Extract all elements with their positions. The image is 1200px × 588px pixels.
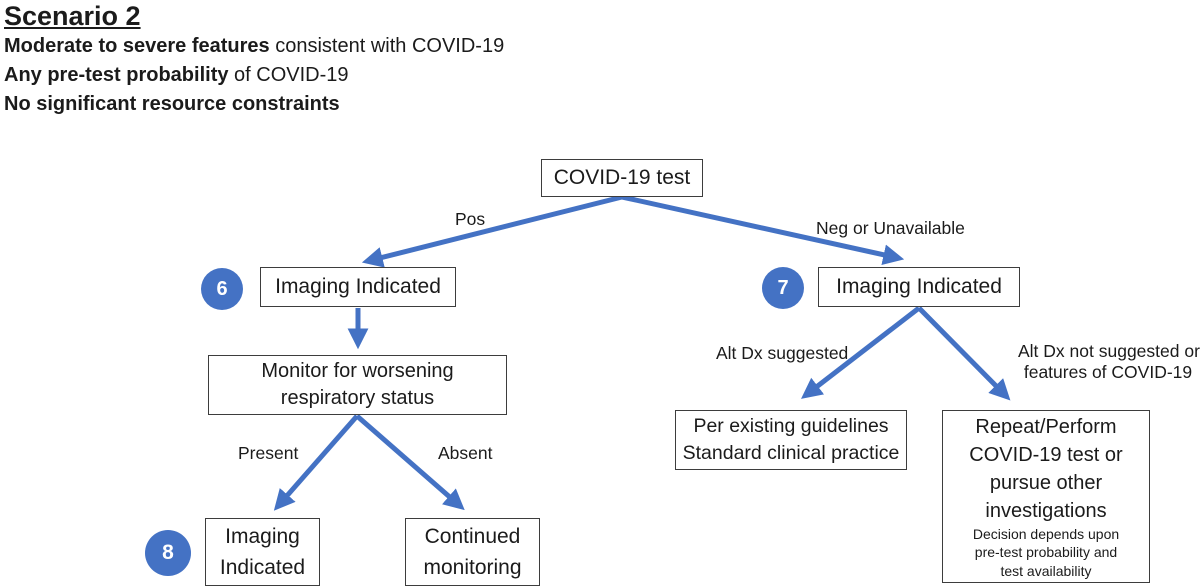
node-continued-monitoring-line-1: Continued: [424, 525, 521, 548]
arrow-monitor-to-imaging-bottom: [273, 414, 359, 511]
arrow-test-to-imaging-right: [621, 194, 905, 266]
edge-label-present: Present: [238, 443, 299, 463]
node-imaging-indicated-right-label: Imaging Indicated: [836, 275, 1002, 298]
edge-label-absent: Absent: [438, 443, 493, 463]
badge-8: 8: [145, 530, 191, 576]
node-monitor-line-1: Monitor for worsening: [261, 360, 454, 382]
arrow-test-to-imaging-left: [361, 194, 623, 268]
header-line-2: Any pre-test probability of COVID-19: [4, 61, 504, 90]
header-line-2-rest: of COVID-19: [228, 64, 349, 86]
arrow-monitor-to-continued: [355, 414, 465, 511]
header-line-3: No significant resource constraints: [4, 90, 504, 119]
arrow-imaging-right-to-repeat: [917, 306, 1011, 401]
page-title: Scenario 2: [4, 1, 141, 31]
node-repeat-note-2: pre-test probability and: [974, 544, 1118, 561]
node-imaging-indicated-left: Imaging Indicated: [260, 267, 456, 307]
edge-label-alt-dx-not-suggested: Alt Dx not suggested or features of COVI…: [1018, 341, 1200, 383]
arrow-imaging-right-to-guidelines: [801, 306, 921, 399]
badge-8-number: 8: [162, 541, 174, 564]
badge-7-number: 7: [777, 276, 789, 299]
edge-label-alt-dx-not-suggested-line-2: features of COVID-19: [1023, 362, 1193, 382]
node-repeat-note-1: Decision depends upon: [972, 525, 1120, 542]
edge-label-pos: Pos: [455, 209, 486, 229]
badge-6: 6: [201, 268, 243, 310]
node-covid-test-label: COVID-19 test: [553, 166, 691, 189]
node-imaging-indicated-right: Imaging Indicated: [818, 267, 1020, 307]
header-line-3-bold: No significant resource constraints: [4, 93, 340, 115]
node-repeat-note-3: test availability: [1000, 562, 1092, 579]
node-repeat-line-4: investigations: [985, 499, 1107, 522]
header: Scenario 2 Moderate to severe features c…: [4, 0, 504, 119]
node-repeat-perform-test: Repeat/Perform COVID-19 test or pursue o…: [942, 410, 1150, 583]
edge-label-alt-dx-not-suggested-line-1: Alt Dx not suggested or: [1018, 341, 1200, 361]
node-repeat-line-1: Repeat/Perform: [975, 415, 1117, 438]
edge-label-neg-or-unavailable: Neg or Unavailable: [816, 218, 965, 238]
node-continued-monitoring-line-2: monitoring: [423, 556, 522, 579]
header-line-1: Moderate to severe features consistent w…: [4, 32, 504, 61]
header-line-2-bold: Any pre-test probability: [4, 64, 229, 86]
node-monitor-line-2: respiratory status: [280, 387, 435, 409]
node-covid-test: COVID-19 test: [541, 159, 703, 197]
node-continued-monitoring: Continued monitoring: [405, 518, 540, 586]
node-imaging-indicated-left-label: Imaging Indicated: [275, 275, 441, 298]
node-imaging-indicated-bottom-line-1: Imaging: [225, 525, 300, 548]
edge-label-alt-dx-suggested: Alt Dx suggested: [716, 343, 849, 363]
node-monitor-respiratory: Monitor for worsening respiratory status: [208, 355, 507, 415]
node-repeat-line-2: COVID-19 test or: [969, 443, 1123, 466]
node-repeat-line-3: pursue other: [989, 471, 1103, 494]
header-line-1-rest: consistent with COVID-19: [269, 35, 505, 57]
node-imaging-indicated-bottom-line-2: Indicated: [219, 556, 306, 579]
node-per-existing-guidelines-line-2: Standard clinical practice: [682, 442, 900, 464]
header-line-1-bold: Moderate to severe features: [4, 35, 270, 57]
badge-7: 7: [762, 267, 804, 309]
node-per-existing-guidelines: Per existing guidelines Standard clinica…: [675, 410, 907, 470]
node-per-existing-guidelines-line-1: Per existing guidelines: [693, 415, 889, 437]
badge-6-number: 6: [216, 277, 228, 300]
node-imaging-indicated-bottom: Imaging Indicated: [205, 518, 320, 586]
